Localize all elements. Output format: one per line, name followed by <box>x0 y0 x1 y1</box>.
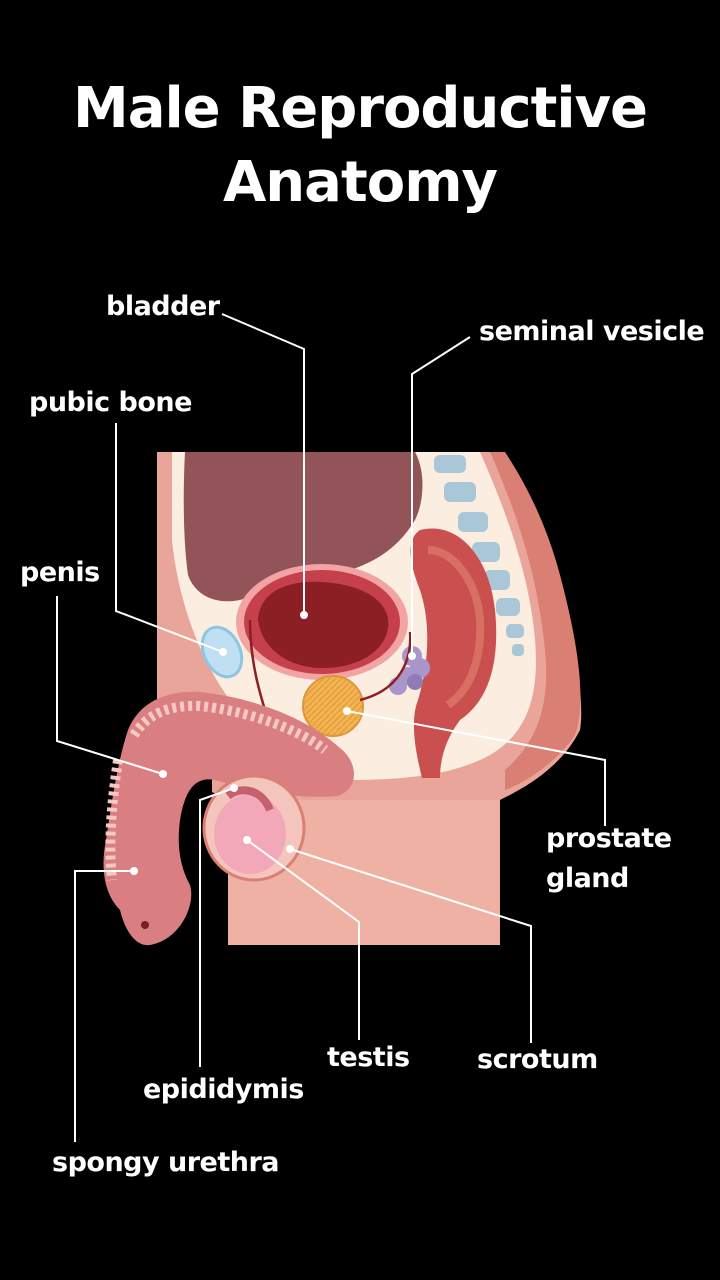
prostate-leader <box>346 710 606 826</box>
title-line-1: Male Reproductive <box>72 76 648 141</box>
label-prostate-line-2: gland <box>546 863 629 894</box>
bladder-leader <box>221 313 305 615</box>
testis-leader <box>246 839 360 1040</box>
pubic-bone-leader <box>115 423 224 653</box>
label-testis: testis <box>327 1042 410 1073</box>
label-prostate-line-1: prostate <box>546 823 672 854</box>
spine <box>434 455 524 656</box>
body-section <box>103 452 582 946</box>
penis-shape <box>103 691 354 946</box>
label-pubic-bone: pubic bone <box>29 387 192 418</box>
spongy-urethra-leader <box>74 870 134 1142</box>
title-line-2: Anatomy <box>222 150 498 215</box>
label-seminal-vesicle: seminal vesicle <box>479 316 705 347</box>
label-spongy-urethra: spongy urethra <box>52 1147 280 1178</box>
epididymis-leader <box>199 787 235 1067</box>
scrotum-shape <box>202 774 306 882</box>
label-scrotum: scrotum <box>477 1044 598 1075</box>
label-epididymis: epididymis <box>143 1074 304 1105</box>
seminal-vesicle-leader <box>411 336 471 656</box>
page-title: Male Reproductive Anatomy <box>0 72 720 220</box>
label-bladder: bladder <box>106 291 220 322</box>
scrotum-leader <box>289 848 532 1043</box>
leader-lines <box>56 313 606 1142</box>
penis-leader <box>56 596 164 775</box>
label-penis: penis <box>20 557 100 588</box>
prostate-shape <box>302 675 364 737</box>
label-prostate-gland: prostate gland <box>546 819 672 899</box>
